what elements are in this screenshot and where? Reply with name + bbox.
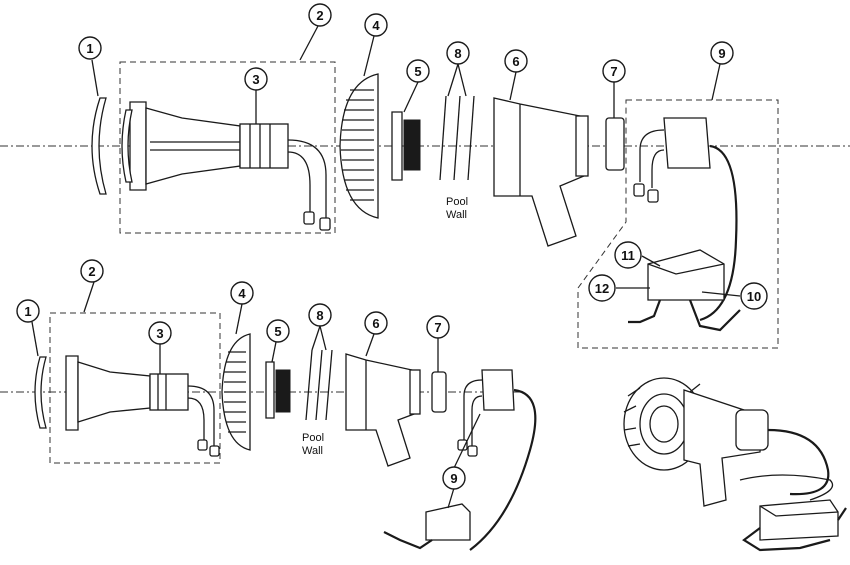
top-part5-gasket <box>391 111 421 181</box>
callout-5-bottom: 5 <box>266 319 290 343</box>
bottom-wall-label: Wall <box>302 445 323 457</box>
svg-text:9: 9 <box>718 46 725 61</box>
callout-1-bottom: 1 <box>16 299 40 323</box>
bottom-part4-ring <box>221 333 251 451</box>
callout-3-bottom: 3 <box>148 321 172 345</box>
bottom-part8-shims <box>305 349 333 421</box>
svg-text:6: 6 <box>372 316 379 331</box>
svg-text:7: 7 <box>610 64 617 79</box>
bottom-part6-niche <box>345 353 421 467</box>
top-assembly: Pool Wall <box>0 61 850 349</box>
callout-8-bottom: 8 <box>308 303 332 327</box>
svg-text:3: 3 <box>252 72 259 87</box>
assembled-view <box>623 377 847 552</box>
svg-text:5: 5 <box>274 324 281 339</box>
bottom-part7-coupling <box>431 371 447 413</box>
top-pool-label: Pool <box>446 196 468 208</box>
top-part2-box <box>119 61 336 234</box>
callout-6-bottom: 6 <box>364 311 388 335</box>
svg-text:9: 9 <box>450 471 457 486</box>
top-part6-niche <box>493 97 589 247</box>
svg-text:8: 8 <box>454 46 461 61</box>
bottom-part9-transformer <box>383 369 537 551</box>
bottom-pool-label: Pool <box>302 432 324 444</box>
callout-12: 12 <box>588 274 616 302</box>
svg-text:7: 7 <box>434 320 441 335</box>
callout-7-bottom: 7 <box>426 315 450 339</box>
top-part1-lens <box>91 97 107 195</box>
svg-text:2: 2 <box>88 264 95 279</box>
svg-text:8: 8 <box>316 308 323 323</box>
svg-text:5: 5 <box>414 64 421 79</box>
callout-7-top: 7 <box>602 59 626 83</box>
bottom-part2-light <box>65 355 220 457</box>
callouts: 1 2 3 4 5 8 6 7 <box>16 3 768 509</box>
bottom-part1-lens <box>34 356 47 429</box>
svg-text:12: 12 <box>595 281 609 296</box>
svg-text:1: 1 <box>24 304 31 319</box>
bottom-part5-gasket <box>265 361 291 419</box>
callout-5-top: 5 <box>406 59 430 83</box>
callout-10: 10 <box>740 282 768 310</box>
bottom-assembly: Pool Wall <box>0 312 537 551</box>
top-part7-coupling <box>605 117 625 171</box>
svg-text:4: 4 <box>238 286 246 301</box>
svg-text:3: 3 <box>156 326 163 341</box>
callout-2-bottom: 2 <box>80 259 104 283</box>
callout-4-top: 4 <box>364 13 388 37</box>
callout-8-top: 8 <box>446 41 470 65</box>
svg-text:10: 10 <box>747 289 761 304</box>
bottom-part2-box <box>49 312 221 464</box>
top-part4-ring <box>339 73 379 219</box>
callout-6-top: 6 <box>504 49 528 73</box>
callout-3-top: 3 <box>244 67 268 91</box>
svg-text:4: 4 <box>372 18 380 33</box>
callout-9-top: 9 <box>710 41 734 65</box>
svg-text:1: 1 <box>86 41 93 56</box>
svg-text:2: 2 <box>316 8 323 23</box>
top-part8-shims <box>439 95 475 181</box>
svg-text:11: 11 <box>621 248 635 263</box>
svg-text:6: 6 <box>512 54 519 69</box>
top-part2-light <box>121 101 331 231</box>
callout-11: 11 <box>614 241 642 269</box>
callout-2-top: 2 <box>308 3 332 27</box>
callout-1-top: 1 <box>78 36 102 60</box>
callout-4-bottom: 4 <box>230 281 254 305</box>
callout-9-bottom: 9 <box>442 466 466 490</box>
top-wall-label: Wall <box>446 209 467 221</box>
top-part9-transformer <box>577 99 779 349</box>
